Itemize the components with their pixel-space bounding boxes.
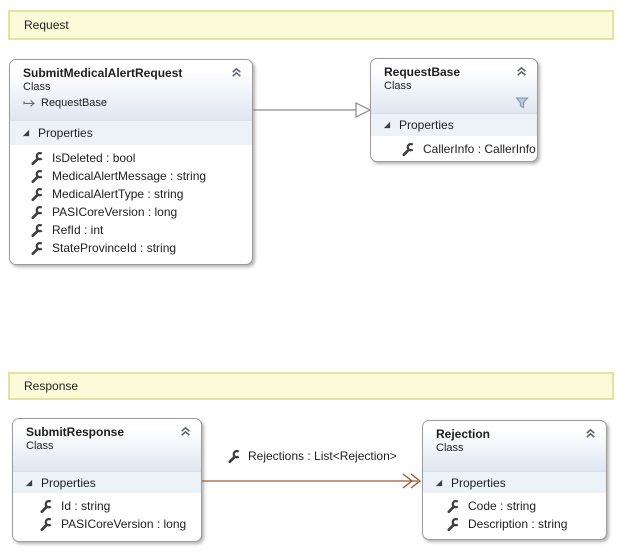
property-label: Code : string [468, 499, 537, 513]
property-label: MedicalAlertType : string [52, 187, 184, 201]
class-header: RequestBase Class [371, 59, 537, 113]
section-label: Request [24, 18, 69, 32]
wrench-icon [30, 170, 43, 183]
wrench-icon [30, 188, 43, 201]
property-label: PASICoreVersion : long [52, 205, 178, 219]
base-type-row[interactable]: RequestBase [23, 97, 228, 109]
property-row[interactable]: StateProvinceId : string [10, 239, 252, 257]
class-stereotype: Class [26, 440, 54, 452]
property-row[interactable]: PASICoreVersion : long [13, 515, 201, 533]
class-header: SubmitMedicalAlertRequest Class RequestB… [10, 60, 252, 120]
expander-triangle-icon[interactable] [22, 129, 30, 137]
class-header: SubmitResponse Class [13, 419, 201, 471]
property-label: MedicalAlertMessage : string [52, 169, 207, 183]
wrench-icon [30, 152, 43, 165]
property-list: Id : string PASICoreVersion : long [13, 497, 201, 533]
inheritance-connector[interactable] [253, 102, 372, 118]
property-label: Id : string [61, 499, 111, 513]
wrench-icon [39, 518, 52, 531]
hollow-triangle-arrowhead [355, 102, 372, 118]
property-row[interactable]: MedicalAlertMessage : string [10, 167, 252, 185]
wrench-icon [401, 143, 414, 156]
properties-compartment-header[interactable]: Properties [371, 113, 537, 136]
filter-funnel-icon[interactable] [515, 97, 529, 109]
properties-compartment-header[interactable]: Properties [13, 471, 201, 493]
double-chevron-arrowhead [402, 473, 414, 489]
compartment-label: Properties [451, 475, 506, 490]
property-label: StateProvinceId : string [52, 241, 177, 255]
expander-triangle-icon[interactable] [25, 479, 33, 487]
section-label: Response [24, 379, 79, 393]
wrench-icon [227, 450, 240, 463]
class-title: SubmitResponse [26, 425, 125, 439]
property-label: PASICoreVersion : long [61, 517, 187, 531]
compartment-label: Properties [38, 126, 93, 140]
class-shape-submit-medical-alert-request[interactable]: SubmitMedicalAlertRequest Class RequestB… [9, 59, 253, 265]
class-header: Rejection Class [423, 421, 606, 471]
property-label: IsDeleted : bool [52, 151, 136, 165]
wrench-icon [30, 206, 43, 219]
property-row[interactable]: Description : string [423, 515, 606, 533]
collapse-chevron-icon[interactable] [230, 67, 243, 78]
property-row[interactable]: PASICoreVersion : long [10, 203, 252, 221]
compartment-label: Properties [41, 475, 96, 490]
class-stereotype: Class [384, 80, 412, 92]
double-chevron-arrowhead [410, 473, 422, 489]
class-stereotype: Class [436, 442, 464, 454]
class-shape-request-base[interactable]: RequestBase Class Properties CallerInfo … [370, 58, 538, 162]
class-shape-rejection[interactable]: Rejection Class Properties Code : string… [422, 420, 607, 540]
association-label-text: Rejections : List<Rejection> [248, 449, 397, 463]
expander-triangle-icon[interactable] [435, 479, 443, 487]
property-row[interactable]: Id : string [13, 497, 201, 515]
section-banner-response[interactable]: Response [8, 372, 614, 400]
wrench-icon [30, 242, 43, 255]
class-title: RequestBase [384, 65, 461, 79]
property-list: CallerInfo : CallerInfo [371, 140, 537, 158]
property-label: Description : string [468, 517, 568, 531]
section-banner-request[interactable]: Request [8, 10, 614, 40]
property-row[interactable]: RefId : int [10, 221, 252, 239]
wrench-icon [446, 500, 459, 513]
base-type-arrow-icon [23, 98, 36, 108]
compartment-label: Properties [399, 118, 454, 132]
property-row[interactable]: CallerInfo : CallerInfo [371, 140, 537, 158]
property-label: RefId : int [52, 223, 104, 237]
property-row[interactable]: IsDeleted : bool [10, 149, 252, 167]
class-title: SubmitMedicalAlertRequest [23, 66, 183, 80]
collapse-chevron-icon[interactable] [584, 428, 597, 439]
collapse-chevron-icon[interactable] [515, 66, 528, 77]
association-connector[interactable] [202, 473, 422, 489]
expander-triangle-icon[interactable] [383, 121, 391, 129]
class-stereotype: Class [23, 81, 51, 93]
wrench-icon [30, 224, 43, 237]
class-title: Rejection [436, 427, 491, 441]
properties-compartment-header[interactable]: Properties [423, 471, 606, 493]
wrench-icon [39, 500, 52, 513]
property-row[interactable]: Code : string [423, 497, 606, 515]
base-type-label: RequestBase [41, 97, 108, 109]
properties-compartment-header[interactable]: Properties [10, 120, 252, 145]
property-label: CallerInfo : CallerInfo [423, 142, 536, 156]
property-list: IsDeleted : bool MedicalAlertMessage : s… [10, 149, 252, 257]
collapse-chevron-icon[interactable] [179, 426, 192, 437]
class-shape-submit-response[interactable]: SubmitResponse Class Properties Id : str… [12, 418, 202, 542]
property-row[interactable]: MedicalAlertType : string [10, 185, 252, 203]
wrench-icon [446, 518, 459, 531]
property-list: Code : string Description : string [423, 497, 606, 533]
association-label[interactable]: Rejections : List<Rejection> [227, 449, 397, 463]
